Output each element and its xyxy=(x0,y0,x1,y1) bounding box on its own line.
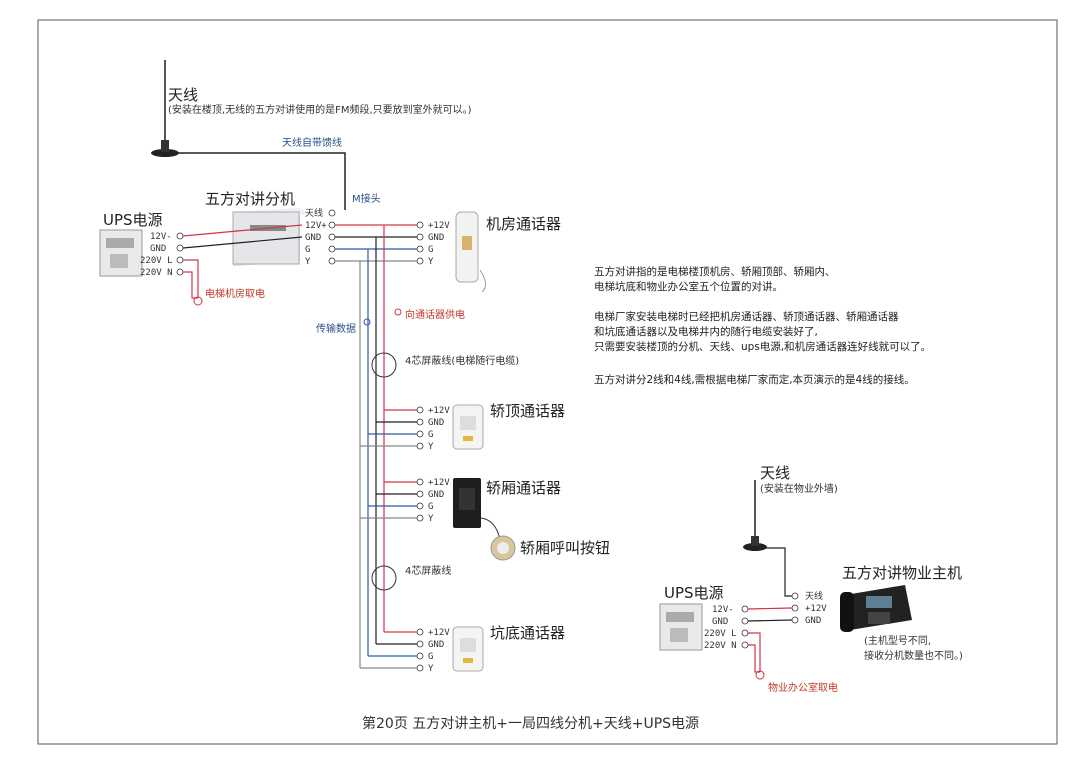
svg-text:天线: 天线 xyxy=(805,590,823,602)
svg-text:五方对讲分2线和4线,需根据电梯厂家而定,本页演示的是4线的: 五方对讲分2线和4线,需根据电梯厂家而定,本页演示的是4线的接线。 xyxy=(594,373,915,386)
property-host-note1: (主机型号不同, xyxy=(864,634,931,647)
svg-text:GND: GND xyxy=(150,244,166,254)
page-border xyxy=(37,19,1058,745)
svg-text:电梯坑底和物业办公室五个位置的对讲。: 电梯坑底和物业办公室五个位置的对讲。 xyxy=(594,280,783,293)
ups-top-title: UPS电源 xyxy=(103,211,163,229)
main-unit-right-terminals: +12V GND G Y xyxy=(428,221,450,267)
svg-text:GND: GND xyxy=(428,233,444,243)
antenna-bottom-note: (安装在物业外墙) xyxy=(760,482,838,495)
car-inside-title: 轿厢通话器 xyxy=(486,479,561,497)
svg-text:G: G xyxy=(428,245,433,255)
main-unit-left-terminals: 天线 12V+ GND G Y xyxy=(305,207,327,267)
svg-text:G: G xyxy=(428,502,433,512)
svg-text:Y: Y xyxy=(428,442,434,452)
svg-text:12V-: 12V- xyxy=(150,232,172,242)
svg-text:+12V: +12V xyxy=(805,604,827,614)
antenna-top-note: (安装在楼顶,无线的五方对讲使用的是FM频段,只要放到室外就可以。) xyxy=(168,103,472,116)
svg-text:Y: Y xyxy=(428,664,434,674)
main-left-terminal: 12V+ xyxy=(305,221,327,231)
property-host-title: 五方对讲物业主机 xyxy=(842,564,962,582)
svg-text:G: G xyxy=(428,430,433,440)
main-left-terminal: G xyxy=(305,245,310,255)
cable2-label: 4芯屏蔽线 xyxy=(405,564,451,577)
antenna-bottom-icon xyxy=(743,480,767,551)
page-title: 第20页 五方对讲主机+一局四线分机+天线+UPS电源 xyxy=(362,715,699,732)
svg-text:220V N: 220V N xyxy=(704,641,737,651)
property-host-phone-icon xyxy=(840,585,912,632)
data-transfer-label: 传输数据 xyxy=(316,322,356,335)
svg-text:GND: GND xyxy=(428,490,444,500)
pit-title: 坑底通话器 xyxy=(490,624,565,642)
cable-marker xyxy=(371,565,397,591)
cable1-label: 4芯屏蔽线(电梯随行电缆) xyxy=(405,354,519,367)
antenna-cable xyxy=(170,152,346,210)
main-unit-title: 五方对讲分机 xyxy=(205,190,295,208)
main-left-terminal: 天线 xyxy=(305,207,323,219)
svg-text:和坑底通话器以及电梯井内的随行电缆安装好了,: 和坑底通话器以及电梯井内的随行电缆安装好了, xyxy=(594,325,818,338)
svg-text:220V N: 220V N xyxy=(140,268,173,278)
main-left-terminal: Y xyxy=(305,257,311,267)
ups-top-box xyxy=(99,229,143,277)
ups-bottom-box xyxy=(659,603,703,651)
car-inside-intercom-icon xyxy=(453,478,481,528)
antenna-top-title: 天线 xyxy=(168,86,198,104)
svg-text:Y: Y xyxy=(428,514,434,524)
antenna-cable-label: 天线自带馈线 xyxy=(282,136,342,149)
pit-intercom-icon xyxy=(452,626,484,672)
description: 五方对讲指的是电梯楼顶机房、轿厢顶部、轿厢内、 电梯坑底和物业办公室五个位置的对… xyxy=(594,265,931,386)
svg-text:GND: GND xyxy=(805,616,821,626)
main-left-terminal: GND xyxy=(305,233,321,243)
call-button-icon xyxy=(490,535,516,561)
svg-text:GND: GND xyxy=(428,640,444,650)
antenna-bottom-title: 天线 xyxy=(760,464,790,482)
ups-bottom-power-label: 物业办公室取电 xyxy=(768,681,838,694)
svg-text:+12V: +12V xyxy=(428,478,450,488)
antenna-top-icon xyxy=(151,60,179,157)
machine-room-title: 机房通话器 xyxy=(486,215,561,233)
car-top-intercom-icon xyxy=(452,404,484,450)
svg-text:+12V: +12V xyxy=(428,628,450,638)
svg-text:GND: GND xyxy=(712,617,728,627)
svg-text:电梯厂家安装电梯时已经把机房通话器、轿顶通话器、轿厢通话器: 电梯厂家安装电梯时已经把机房通话器、轿顶通话器、轿厢通话器 xyxy=(594,310,899,323)
svg-text:+12V: +12V xyxy=(428,406,450,416)
call-button-label: 轿厢呼叫按钮 xyxy=(520,539,610,557)
cable-marker xyxy=(371,352,397,378)
car-top-title: 轿顶通话器 xyxy=(490,402,565,420)
svg-text:220V L: 220V L xyxy=(704,629,737,639)
property-host-note2: 接收分机数量也不同。) xyxy=(864,649,963,662)
svg-text:+12V: +12V xyxy=(428,221,450,231)
svg-text:220V L: 220V L xyxy=(140,256,173,266)
intercom-power-label: 向通话器供电 xyxy=(405,308,465,321)
machine-room-intercom-icon xyxy=(455,211,486,293)
svg-text:五方对讲指的是电梯楼顶机房、轿厢顶部、轿厢内、: 五方对讲指的是电梯楼顶机房、轿厢顶部、轿厢内、 xyxy=(594,265,836,278)
svg-text:Y: Y xyxy=(428,257,434,267)
svg-text:GND: GND xyxy=(428,418,444,428)
ups-bottom-title: UPS电源 xyxy=(664,584,724,602)
m-connector-label: M接头 xyxy=(352,192,381,205)
ups-top-power-label: 电梯机房取电 xyxy=(205,287,265,300)
svg-text:G: G xyxy=(428,652,433,662)
svg-text:12V-: 12V- xyxy=(712,605,734,615)
svg-text:只需要安装楼顶的分机、天线、ups电源,和机房通话器连好线就: 只需要安装楼顶的分机、天线、ups电源,和机房通话器连好线就可以了。 xyxy=(594,340,931,353)
